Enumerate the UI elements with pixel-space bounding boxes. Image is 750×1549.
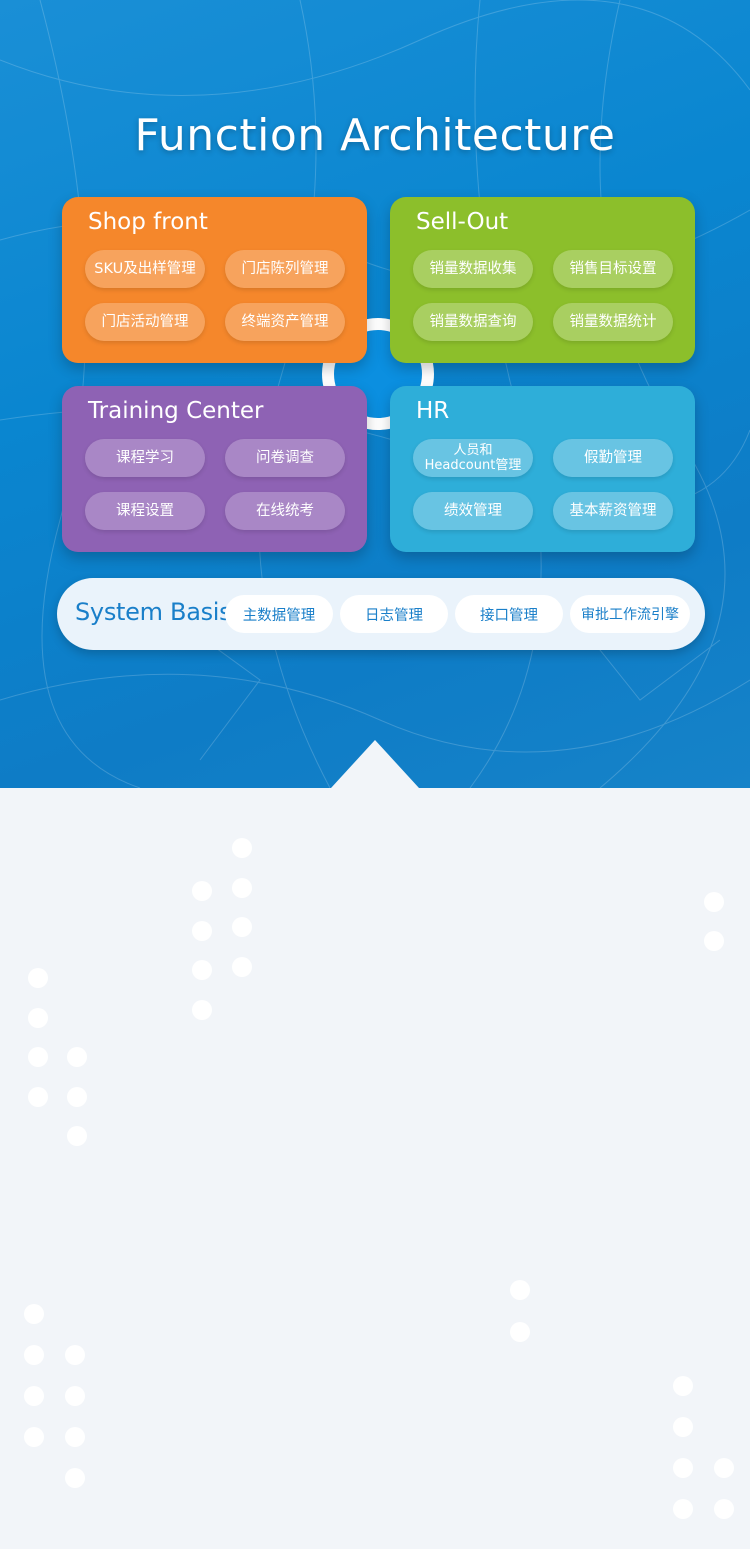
module-title-training-center: Training Center xyxy=(88,398,264,424)
system-basis-pill[interactable]: 接口管理 xyxy=(455,595,563,633)
feature-pill[interactable]: 门店陈列管理 xyxy=(225,250,345,288)
feature-pill[interactable]: 人员和 Headcount管理 xyxy=(413,439,533,477)
feature-pill[interactable]: 销量数据查询 xyxy=(413,303,533,341)
module-title-sell-out: Sell-Out xyxy=(416,209,509,235)
module-card-hr: HR 人员和 Headcount管理 假勤管理 绩效管理 基本薪资管理 xyxy=(390,386,695,552)
module-card-shop-front: Shop front SKU及出样管理 门店陈列管理 门店活动管理 终端资产管理 xyxy=(62,197,367,363)
feature-pill[interactable]: 门店活动管理 xyxy=(85,303,205,341)
module-card-sell-out: Sell-Out 销量数据收集 销售目标设置 销量数据查询 销量数据统计 xyxy=(390,197,695,363)
system-basis-title: System Basis xyxy=(75,598,232,626)
hero-section: Function Architecture Shop front SKU及出样管… xyxy=(0,0,750,788)
feature-pill[interactable]: 课程设置 xyxy=(85,492,205,530)
module-card-training-center: Training Center 课程学习 问卷调查 课程设置 在线统考 xyxy=(62,386,367,552)
feature-pill[interactable]: 假勤管理 xyxy=(553,439,673,477)
system-basis-pill[interactable]: 主数据管理 xyxy=(225,595,333,633)
system-basis-pill[interactable]: 审批工作流引擎 xyxy=(570,595,690,633)
feature-pill[interactable]: SKU及出样管理 xyxy=(85,250,205,288)
feature-pill[interactable]: 绩效管理 xyxy=(413,492,533,530)
feature-pill[interactable]: 基本薪资管理 xyxy=(553,492,673,530)
page-title: Function Architecture xyxy=(134,110,616,161)
section-notch xyxy=(331,740,419,788)
feature-pill[interactable]: 销量数据统计 xyxy=(553,303,673,341)
system-basis-pill[interactable]: 日志管理 xyxy=(340,595,448,633)
system-basis-bar: System Basis 主数据管理 日志管理 接口管理 审批工作流引擎 xyxy=(57,578,705,650)
feature-pill[interactable]: 终端资产管理 xyxy=(225,303,345,341)
feature-pill[interactable]: 销量数据收集 xyxy=(413,250,533,288)
feature-pill[interactable]: 销售目标设置 xyxy=(553,250,673,288)
feature-pill[interactable]: 在线统考 xyxy=(225,492,345,530)
feature-pill[interactable]: 问卷调查 xyxy=(225,439,345,477)
module-title-hr: HR xyxy=(416,398,450,424)
module-title-shop-front: Shop front xyxy=(88,209,208,235)
feature-pill[interactable]: 课程学习 xyxy=(85,439,205,477)
decorative-dots xyxy=(24,838,734,1519)
